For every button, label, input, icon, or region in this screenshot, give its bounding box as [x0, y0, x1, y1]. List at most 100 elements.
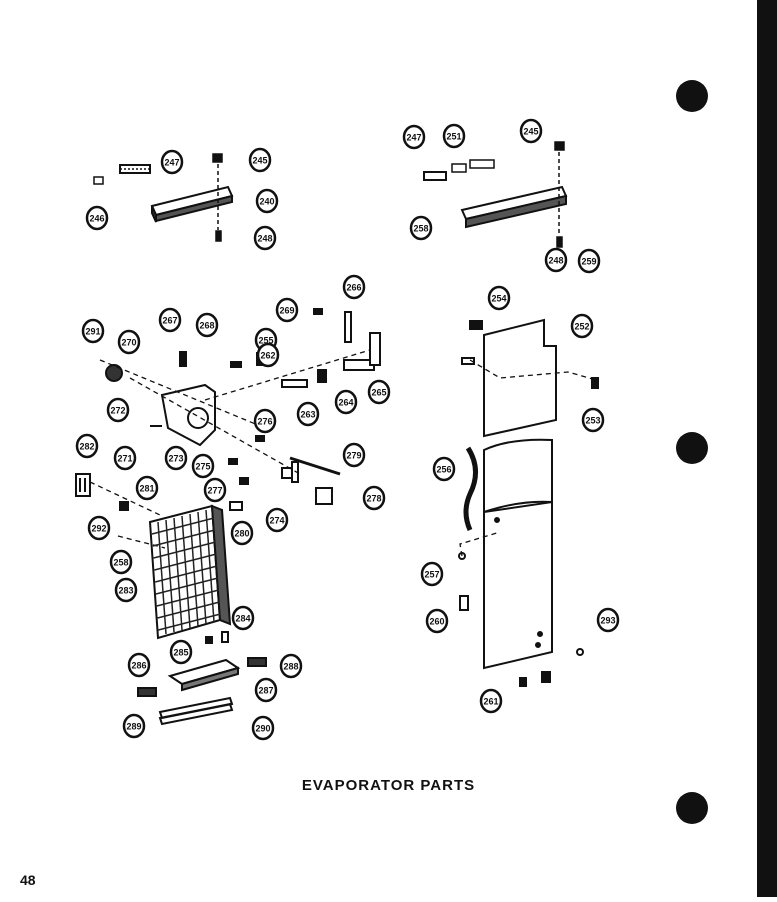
callout-balloon [203, 477, 227, 503]
callout-268: 268 [195, 312, 219, 338]
callout-number: 253 [585, 416, 600, 426]
callout-261: 261 [479, 688, 503, 714]
callout-279: 279 [342, 442, 366, 468]
side-clip [75, 473, 129, 511]
callout-number: 270 [121, 338, 136, 348]
callout-number: 254 [491, 294, 506, 304]
callout-260: 260 [425, 608, 449, 634]
callout-number: 262 [260, 351, 275, 361]
callout-layer: 2402452452462472472482482512522532542552… [75, 118, 620, 741]
callout-balloon [256, 342, 280, 368]
callout-number: 260 [429, 617, 444, 627]
callout-number: 290 [255, 724, 270, 734]
callout-balloon [544, 247, 568, 273]
callout-291: 291 [81, 318, 105, 344]
callout-balloon [253, 225, 277, 251]
callout-277: 277 [203, 477, 227, 503]
callout-balloon [127, 652, 151, 678]
callout-number: 276 [257, 417, 272, 427]
callout-245: 245 [519, 118, 543, 144]
callout-240: 240 [255, 188, 279, 214]
callout-292: 292 [87, 515, 111, 541]
callout-number: 247 [406, 133, 421, 143]
callout-balloon [87, 515, 111, 541]
callout-256: 256 [432, 456, 456, 482]
callout-251: 251 [442, 123, 466, 149]
callout-248: 248 [544, 247, 568, 273]
callout-number: 292 [91, 524, 106, 534]
callout-285: 285 [169, 639, 193, 665]
binder-hole-top [676, 80, 708, 112]
callout-number: 272 [110, 406, 125, 416]
callout-balloon [432, 456, 456, 482]
callout-balloon [255, 188, 279, 214]
callout-262: 262 [256, 342, 280, 368]
callout-266: 266 [342, 274, 366, 300]
callout-balloon [519, 118, 543, 144]
coil-tube [153, 541, 216, 559]
callout-275: 275 [191, 453, 215, 479]
callout-258: 258 [409, 215, 433, 241]
coil-fin [157, 521, 167, 635]
callout-balloon [362, 485, 386, 511]
callout-number: 258 [113, 558, 128, 568]
callout-balloon [164, 445, 188, 471]
callout-273: 273 [164, 445, 188, 471]
callout-number: 269 [279, 306, 294, 316]
callout-269: 269 [275, 297, 299, 323]
callout-balloon [279, 653, 303, 679]
callout-balloon [109, 549, 133, 575]
callout-number: 284 [235, 614, 250, 624]
callout-number: 285 [173, 648, 188, 658]
callout-number: 293 [600, 616, 615, 626]
callout-balloon [160, 149, 184, 175]
callout-288: 288 [279, 653, 303, 679]
callout-balloon [275, 297, 299, 323]
callout-271: 271 [113, 445, 137, 471]
callout-253: 253 [581, 407, 605, 433]
callout-247: 247 [160, 149, 184, 175]
coil-tube [154, 553, 217, 571]
callout-272: 272 [106, 397, 130, 423]
callout-number: 278 [366, 494, 381, 504]
callout-balloon [122, 713, 146, 739]
callout-number: 271 [117, 454, 132, 464]
coil-tube [155, 577, 219, 595]
callout-number: 259 [581, 257, 596, 267]
callout-balloon [409, 215, 433, 241]
callout-balloon [296, 401, 320, 427]
callout-balloon [230, 520, 254, 546]
callout-252: 252 [570, 313, 594, 339]
callout-balloon [342, 442, 366, 468]
callout-balloon [169, 639, 193, 665]
coil-tube [156, 589, 219, 607]
callout-balloon [342, 274, 366, 300]
callout-balloon [479, 688, 503, 714]
callout-balloon [487, 285, 511, 311]
coil-tube [151, 517, 215, 535]
callout-286: 286 [127, 652, 151, 678]
evaporator-cover-upper [461, 318, 599, 438]
callout-number: 277 [207, 486, 222, 496]
assembly-leader-lines [89, 349, 371, 549]
callout-balloon [253, 408, 277, 434]
callout-number: 248 [257, 234, 272, 244]
callout-number: 255 [258, 336, 273, 346]
callout-259: 259 [577, 248, 601, 274]
callout-balloon [334, 389, 358, 415]
callout-balloon [570, 313, 594, 339]
callout-balloon [254, 677, 278, 703]
callout-282: 282 [75, 433, 99, 459]
callout-balloon [248, 147, 272, 173]
binder-hole-middle [676, 432, 708, 464]
callout-278: 278 [362, 485, 386, 511]
coil-fin [165, 519, 175, 633]
diagram-caption: EVAPORATOR PARTS [301, 777, 476, 794]
binding-edge [757, 0, 777, 897]
drain-trough [137, 631, 267, 726]
callout-265: 265 [367, 379, 391, 405]
callout-number: 257 [424, 570, 439, 580]
callout-number: 261 [483, 697, 498, 707]
callout-number: 273 [168, 454, 183, 464]
